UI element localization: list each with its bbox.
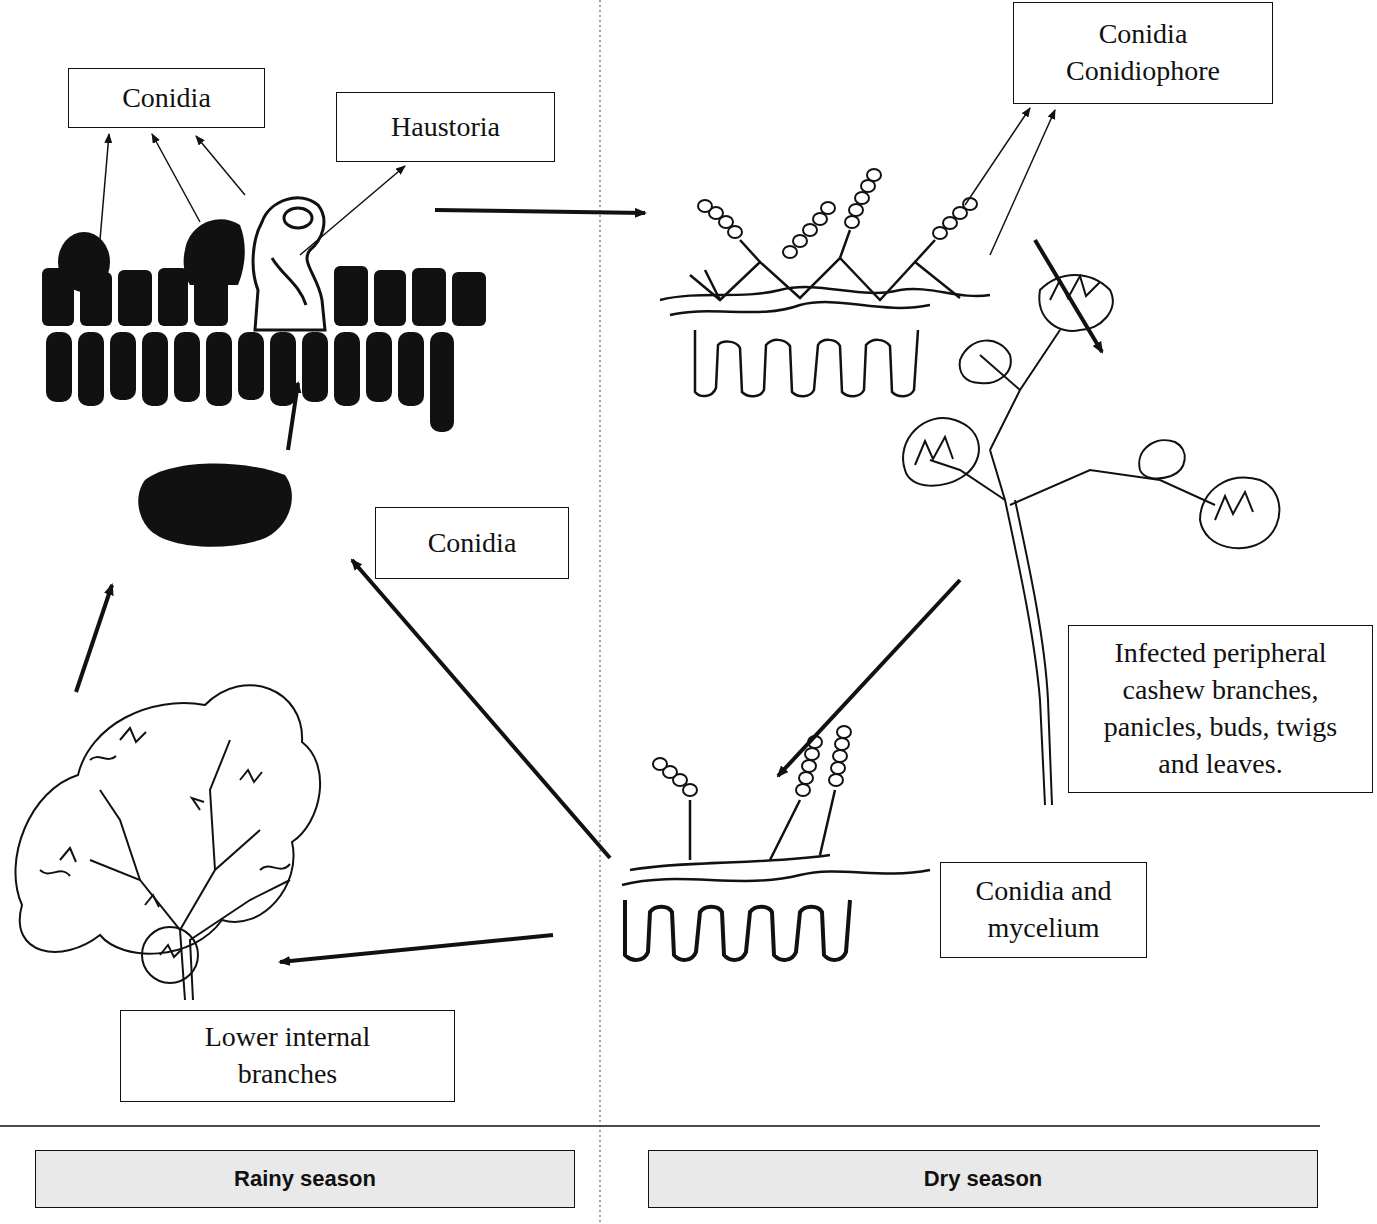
callout-box: Haustoria (336, 92, 555, 162)
season-box: Rainy season (35, 1150, 575, 1208)
season-box: Dry season (648, 1150, 1318, 1208)
box-label: Haustoria (391, 109, 500, 146)
conidia-mycelium (622, 726, 930, 960)
box-label: Conidia (428, 525, 517, 562)
cashew-tree (15, 685, 320, 1000)
box-label: Lower internal branches (161, 1019, 414, 1093)
callout-box: Conidia Conidiophore (1013, 2, 1273, 104)
season-divider (599, 0, 601, 1224)
box-label: Conidia Conidiophore (1036, 16, 1250, 90)
box-label: Rainy season (234, 1164, 376, 1193)
callout-box: Lower internal branches (120, 1010, 455, 1102)
callout-box: Infected peripheral cashew branches, pan… (1068, 625, 1373, 793)
baseline-rule (0, 1125, 1320, 1127)
leaf-cross-section (42, 198, 486, 432)
box-label: Conidia and mycelium (955, 873, 1132, 947)
cycle-arrows (76, 210, 1102, 962)
box-label: Infected peripheral cashew branches, pan… (1083, 635, 1358, 783)
box-label: Dry season (924, 1164, 1043, 1193)
conidium-blob (138, 464, 292, 547)
callout-box: Conidia and mycelium (940, 862, 1147, 958)
callout-box: Conidia (375, 507, 569, 579)
box-label: Conidia (122, 80, 211, 117)
leader-lines (100, 108, 1055, 255)
conidiophore-mycelium (660, 169, 990, 396)
callout-box: Conidia (68, 68, 265, 128)
